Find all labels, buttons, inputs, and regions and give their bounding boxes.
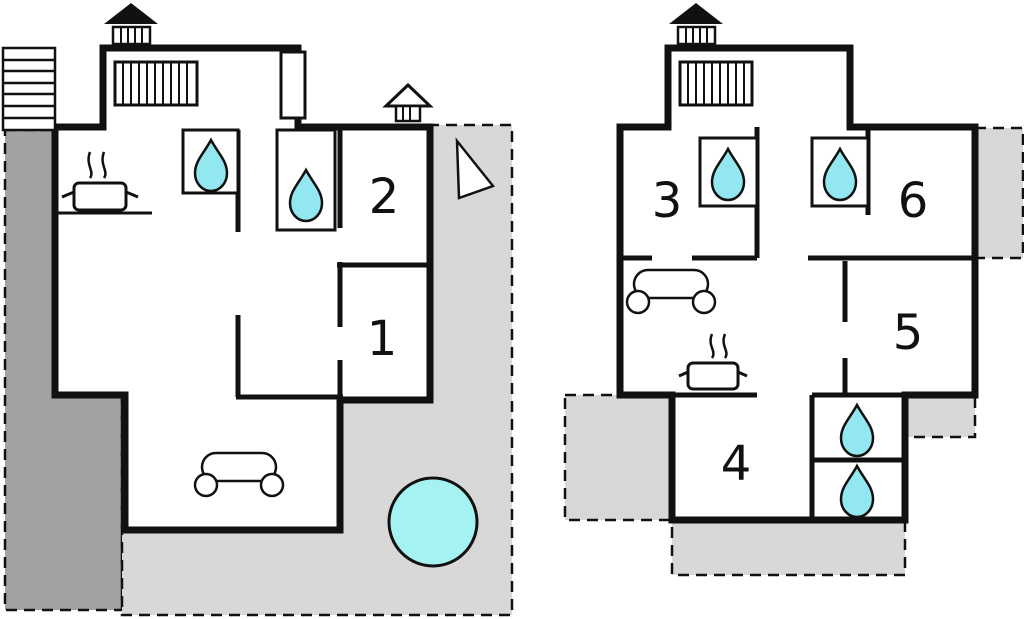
balcony-bottom — [670, 518, 907, 577]
ground-floor-plan: 2 1 — [51, 44, 434, 534]
roof-vent-icon — [382, 82, 434, 123]
balcony-mid-right — [903, 393, 977, 439]
water-drop-icon — [839, 402, 875, 458]
water-drop-icon — [288, 167, 324, 223]
room-label: 2 — [369, 169, 400, 225]
pool-icon — [387, 476, 479, 568]
radiator-icon — [113, 60, 199, 107]
door — [279, 50, 307, 120]
chimney-icon — [669, 3, 723, 46]
outdoor-icons-left — [1, 3, 496, 568]
stove-icon — [57, 151, 152, 215]
room-label: 5 — [893, 305, 924, 361]
balcony-left — [563, 393, 674, 522]
water-drop-icon — [710, 146, 746, 202]
stove-icon — [678, 333, 748, 391]
balcony-top-right — [973, 126, 1024, 260]
room-label: 1 — [367, 311, 398, 367]
water-drop-icon — [839, 463, 875, 519]
sofa-icon — [625, 268, 717, 315]
water-drop-icon — [193, 137, 229, 193]
room-label: 3 — [652, 173, 683, 229]
room-label: 4 — [721, 436, 752, 492]
stairs-icon — [1, 46, 57, 132]
chimney-icon — [104, 3, 158, 46]
radiator-icon — [678, 60, 754, 107]
water-drop-icon — [822, 146, 858, 202]
room-label: 6 — [898, 173, 929, 229]
north-arrow-icon — [455, 137, 496, 200]
upper-floor-plan: 3 6 5 4 — [616, 44, 979, 524]
steam-icon — [709, 333, 728, 359]
steam-icon — [87, 151, 107, 179]
outdoor-icons-right — [669, 3, 723, 46]
sofa-icon — [193, 451, 285, 498]
